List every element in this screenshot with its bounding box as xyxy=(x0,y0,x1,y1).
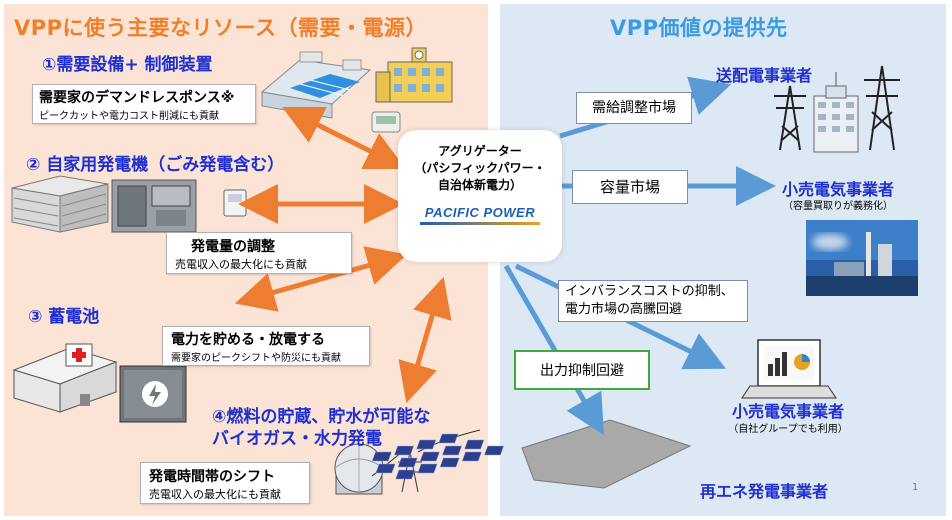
smart-meter-icon xyxy=(371,111,401,133)
retailer-1-sub: （容量買取りが義務化） xyxy=(783,201,893,212)
aggregator-line2: （パシフィックパワー・ xyxy=(414,161,546,175)
retailer-1-label: 小売電気事業者 xyxy=(781,180,894,199)
resource-3-callout-sub: 需要家のピークシフトや防災にも貢献 xyxy=(171,353,341,364)
transmission-towers-icon xyxy=(774,65,900,151)
resource-1-callout-main: 需要家のデマンドレスポンス※ xyxy=(39,90,235,106)
capacity-market-box: 容量市場 xyxy=(572,170,688,204)
retailer-2-sub: （自社グループでも利用） xyxy=(728,424,848,435)
resource-4-callout-main: 発電時間帯のシフト xyxy=(149,469,275,485)
resource-3-header: ③ 蓄電池 xyxy=(28,307,100,327)
retailer-2-label: 小売電気事業者 xyxy=(731,402,844,421)
arrow-demand-to-aggregator xyxy=(282,107,406,169)
aggregator-line3: 自治体新電力） xyxy=(437,178,522,192)
imbalance-line2: 電力市場の高騰回避 xyxy=(565,302,683,317)
arrow-battery-to-aggregator xyxy=(234,246,408,312)
aggregator-line1: アグリゲーター xyxy=(438,144,522,158)
resource-2-callout-sub: 売電収入の最大化にも貢献 xyxy=(175,258,307,271)
resource-4-header-line1: ④燃料の貯蔵、貯水が可能な xyxy=(212,407,431,427)
resource-4-callout-sub: 売電収入の最大化にも貢献 xyxy=(149,488,281,501)
renewable-label: 再エネ発電事業者 xyxy=(700,482,829,501)
battery-icon xyxy=(119,365,187,423)
power-plant-photo xyxy=(806,220,918,296)
balancing-market-box: 需給調整市場 xyxy=(576,92,692,124)
pacific-power-logo: PACIFIC POWER xyxy=(424,205,536,220)
resource-2-callout: 発電量の調整 売電収入の最大化にも貢献 xyxy=(166,232,352,274)
resource-2-callout-main: 発電量の調整 xyxy=(191,239,275,255)
resource-4-header-line2: バイオガス・水力発電 xyxy=(212,429,382,449)
tso-label: 送配電事業者 xyxy=(716,66,813,85)
school-building-icon xyxy=(375,47,453,103)
resource-4-callout: 発電時間帯のシフト 売電収入の最大化にも貢献 xyxy=(140,462,310,504)
office-building-icon xyxy=(11,175,109,233)
power-meter-icon xyxy=(223,189,247,217)
factory-icon xyxy=(260,51,372,119)
resource-1-callout-sub: ピークカットや電力コスト削減にも貢献 xyxy=(39,111,219,122)
resource-3-callout-main: 電力を貯める・放電する xyxy=(171,332,325,348)
aggregator-box: アグリゲーター （パシフィックパワー・ 自治体新電力） PACIFIC POWE… xyxy=(398,130,562,262)
utility-building-icon xyxy=(813,72,859,153)
right-panel-title: VPP価値の提供先 xyxy=(610,16,788,40)
resource-1-header: ①需要設備+ 制御装置 xyxy=(42,55,213,75)
resource-1-callout: 需要家のデマンドレスポンス※ ピークカットや電力コスト削減にも貢献 xyxy=(32,84,256,124)
imbalance-box: インバランスコストの抑制、 電力市場の高騰回避 xyxy=(558,280,748,322)
arrow-to-renewable xyxy=(503,264,605,436)
resource-3-callout: 電力を貯める・放電する 需要家のピークシフトや防災にも貢献 xyxy=(162,326,370,366)
resource-2-header: ② 自家用発電機（ごみ発電含む） xyxy=(26,155,285,175)
logo-underline xyxy=(420,222,540,225)
orange-arrows xyxy=(234,107,452,404)
arrow-biogas-to-aggregator xyxy=(398,276,452,404)
left-panel-title: VPPに使う主要なリソース（需要・電源） xyxy=(14,16,427,40)
curtailment-box: 出力抑制回避 xyxy=(514,350,650,390)
generator-icon xyxy=(111,179,197,233)
page-number: 1 xyxy=(912,482,919,493)
computer-chart-icon xyxy=(741,339,837,399)
solar-panel-field-icon xyxy=(371,419,692,489)
imbalance-line1: インバランスコストの抑制、 xyxy=(565,284,734,299)
hospital-icon xyxy=(12,343,118,413)
biogas-tank-icon xyxy=(334,443,384,495)
